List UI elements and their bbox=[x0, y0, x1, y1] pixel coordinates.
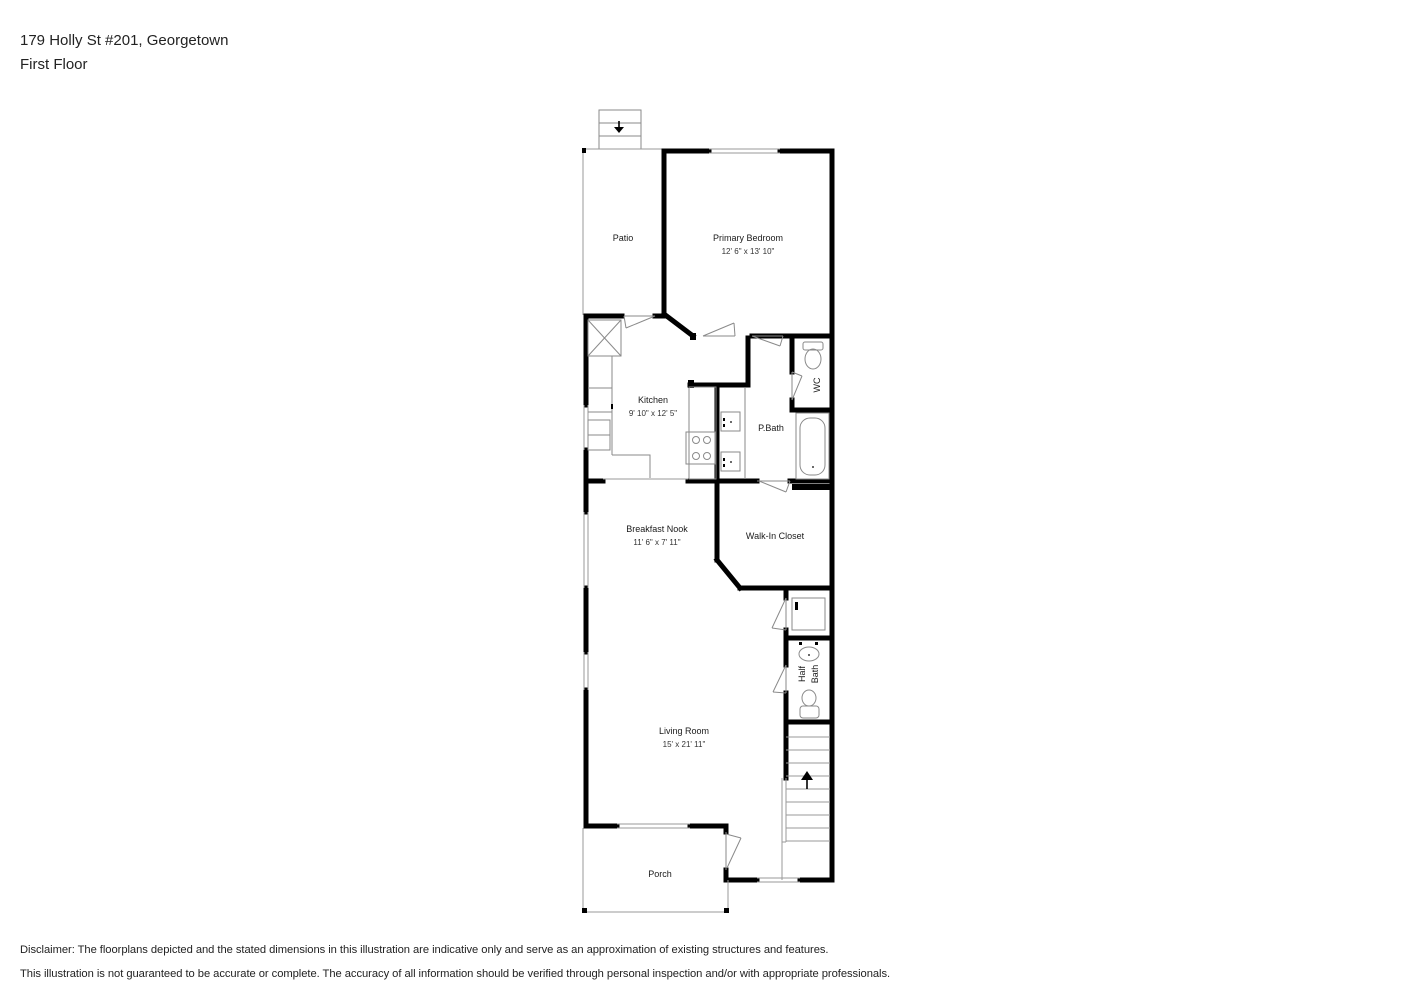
room-label-half-bath-line2: Bath bbox=[810, 665, 820, 684]
windows bbox=[583, 148, 800, 883]
room-label-half-bath-line1: Half bbox=[797, 666, 807, 683]
room-dim-primary-bedroom: 12' 6" x 13' 10" bbox=[722, 247, 775, 256]
disclaimer-line-1: Disclaimer: The floorplans depicted and … bbox=[20, 944, 829, 956]
disclaimer-line-2: This illustration is not guaranteed to b… bbox=[20, 968, 891, 980]
room-label-p-bath: P.Bath bbox=[758, 423, 784, 433]
room-label-primary-bedroom: Primary Bedroom bbox=[713, 233, 783, 243]
walls bbox=[583, 148, 835, 883]
arrow-down-icon bbox=[614, 121, 624, 133]
room-label-breakfast-nook: Breakfast Nook bbox=[626, 524, 688, 534]
floor-label: First Floor bbox=[20, 56, 88, 73]
kitchen-fixtures bbox=[587, 319, 717, 480]
address-title: 179 Holly St #201, Georgetown bbox=[20, 32, 229, 49]
room-dim-kitchen: 9' 10" x 12' 5" bbox=[629, 409, 677, 418]
room-labels: Patio Primary Bedroom 12' 6" x 13' 10" K… bbox=[613, 233, 822, 879]
porch-outline bbox=[582, 828, 729, 913]
room-label-porch: Porch bbox=[648, 869, 672, 879]
doors bbox=[623, 315, 803, 870]
room-label-walk-in-closet: Walk-In Closet bbox=[746, 531, 805, 541]
room-label-kitchen: Kitchen bbox=[638, 395, 668, 405]
room-label-living-room: Living Room bbox=[659, 726, 709, 736]
interior-stairs-up bbox=[781, 736, 830, 880]
bath-fixtures bbox=[720, 341, 830, 719]
faucet-marks bbox=[723, 418, 818, 656]
disclaimer: Disclaimer: The floorplans depicted and … bbox=[20, 938, 890, 986]
plan-header: 179 Holly St #201, Georgetown First Floo… bbox=[20, 29, 228, 77]
room-dim-breakfast-nook: 11' 6" x 7' 11" bbox=[633, 538, 680, 547]
arrow-up-icon bbox=[801, 771, 813, 789]
room-label-patio: Patio bbox=[613, 233, 634, 243]
room-dim-living-room: 15' x 21' 11" bbox=[663, 740, 706, 749]
patio-outline bbox=[582, 148, 663, 315]
room-label-wc: WC bbox=[812, 377, 822, 392]
